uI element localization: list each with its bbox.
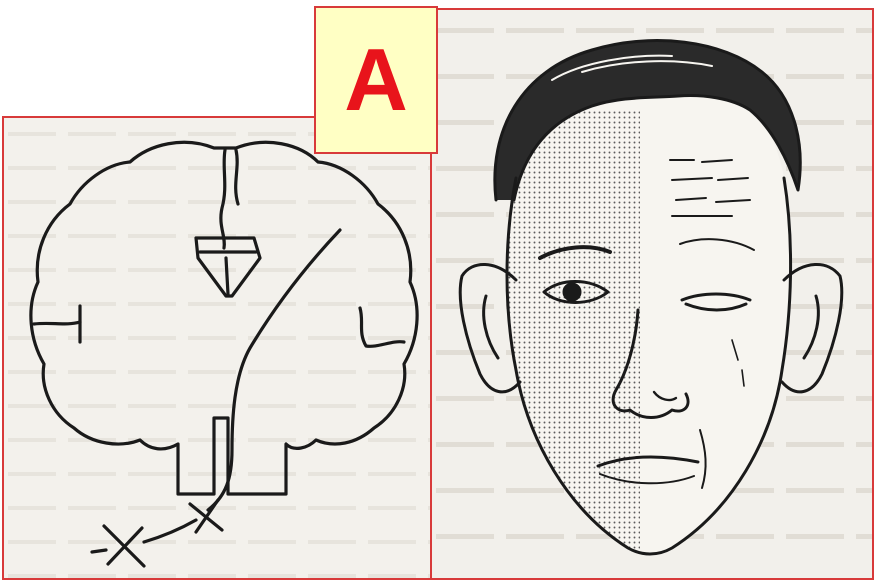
brain-diagram-panel	[2, 116, 432, 580]
figure-label-box: A	[314, 6, 438, 154]
face-illustration	[432, 10, 874, 580]
face-illustration-panel	[430, 8, 874, 580]
brain-illustration	[4, 118, 432, 580]
figure-label: A	[344, 36, 408, 124]
